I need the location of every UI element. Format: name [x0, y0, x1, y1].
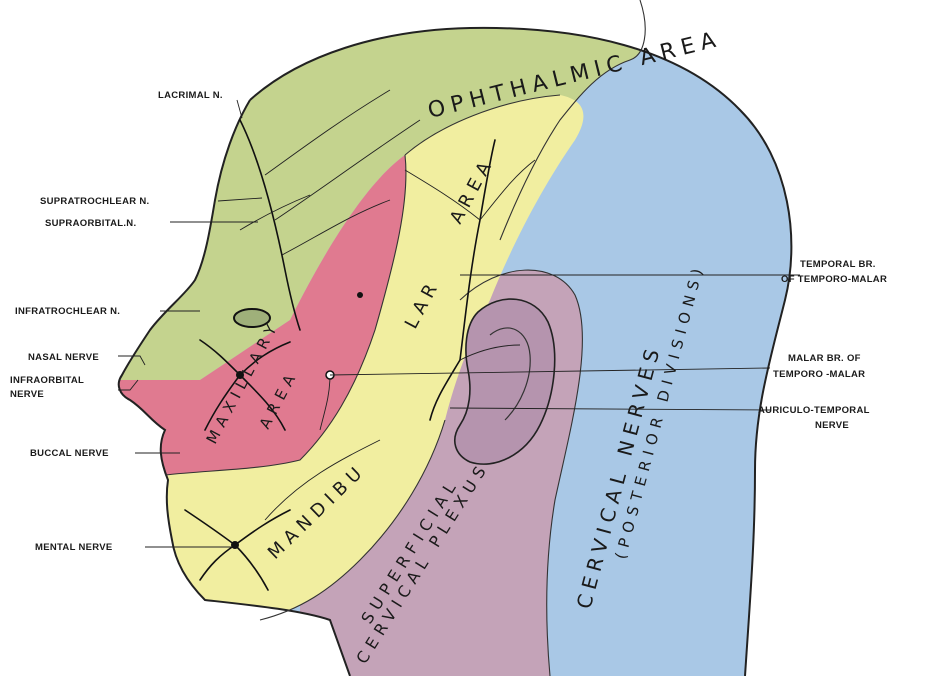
nasal-nerve-label: NASAL NERVE: [28, 352, 99, 363]
infratrochlear-label: INFRATROCHLEAR N.: [15, 306, 120, 317]
infraorbital-label: INFRAORBITAL: [10, 375, 84, 386]
lacrimal-label: LACRIMAL N.: [158, 90, 223, 101]
malar-branch-label: MALAR BR. OF: [788, 353, 861, 364]
malar-branch-label-2: TEMPORO -MALAR: [773, 369, 865, 380]
auriculo-temporal-label-2: NERVE: [815, 420, 849, 431]
auriculo-temporal-label: AURICULO-TEMPORAL: [758, 405, 870, 416]
supratrochlear-label: SUPRATROCHLEAR N.: [40, 196, 149, 207]
temporal-branch-label: TEMPORAL BR.: [800, 259, 876, 270]
buccal-nerve-label: BUCCAL NERVE: [30, 448, 109, 459]
mental-nerve-label: MENTAL NERVE: [35, 542, 113, 553]
infraorbital-label-2: NERVE: [10, 389, 44, 400]
temporal-branch-label-2: OF TEMPORO-MALAR: [781, 274, 887, 285]
supraorbital-label: SUPRAORBITAL.N.: [45, 218, 136, 229]
